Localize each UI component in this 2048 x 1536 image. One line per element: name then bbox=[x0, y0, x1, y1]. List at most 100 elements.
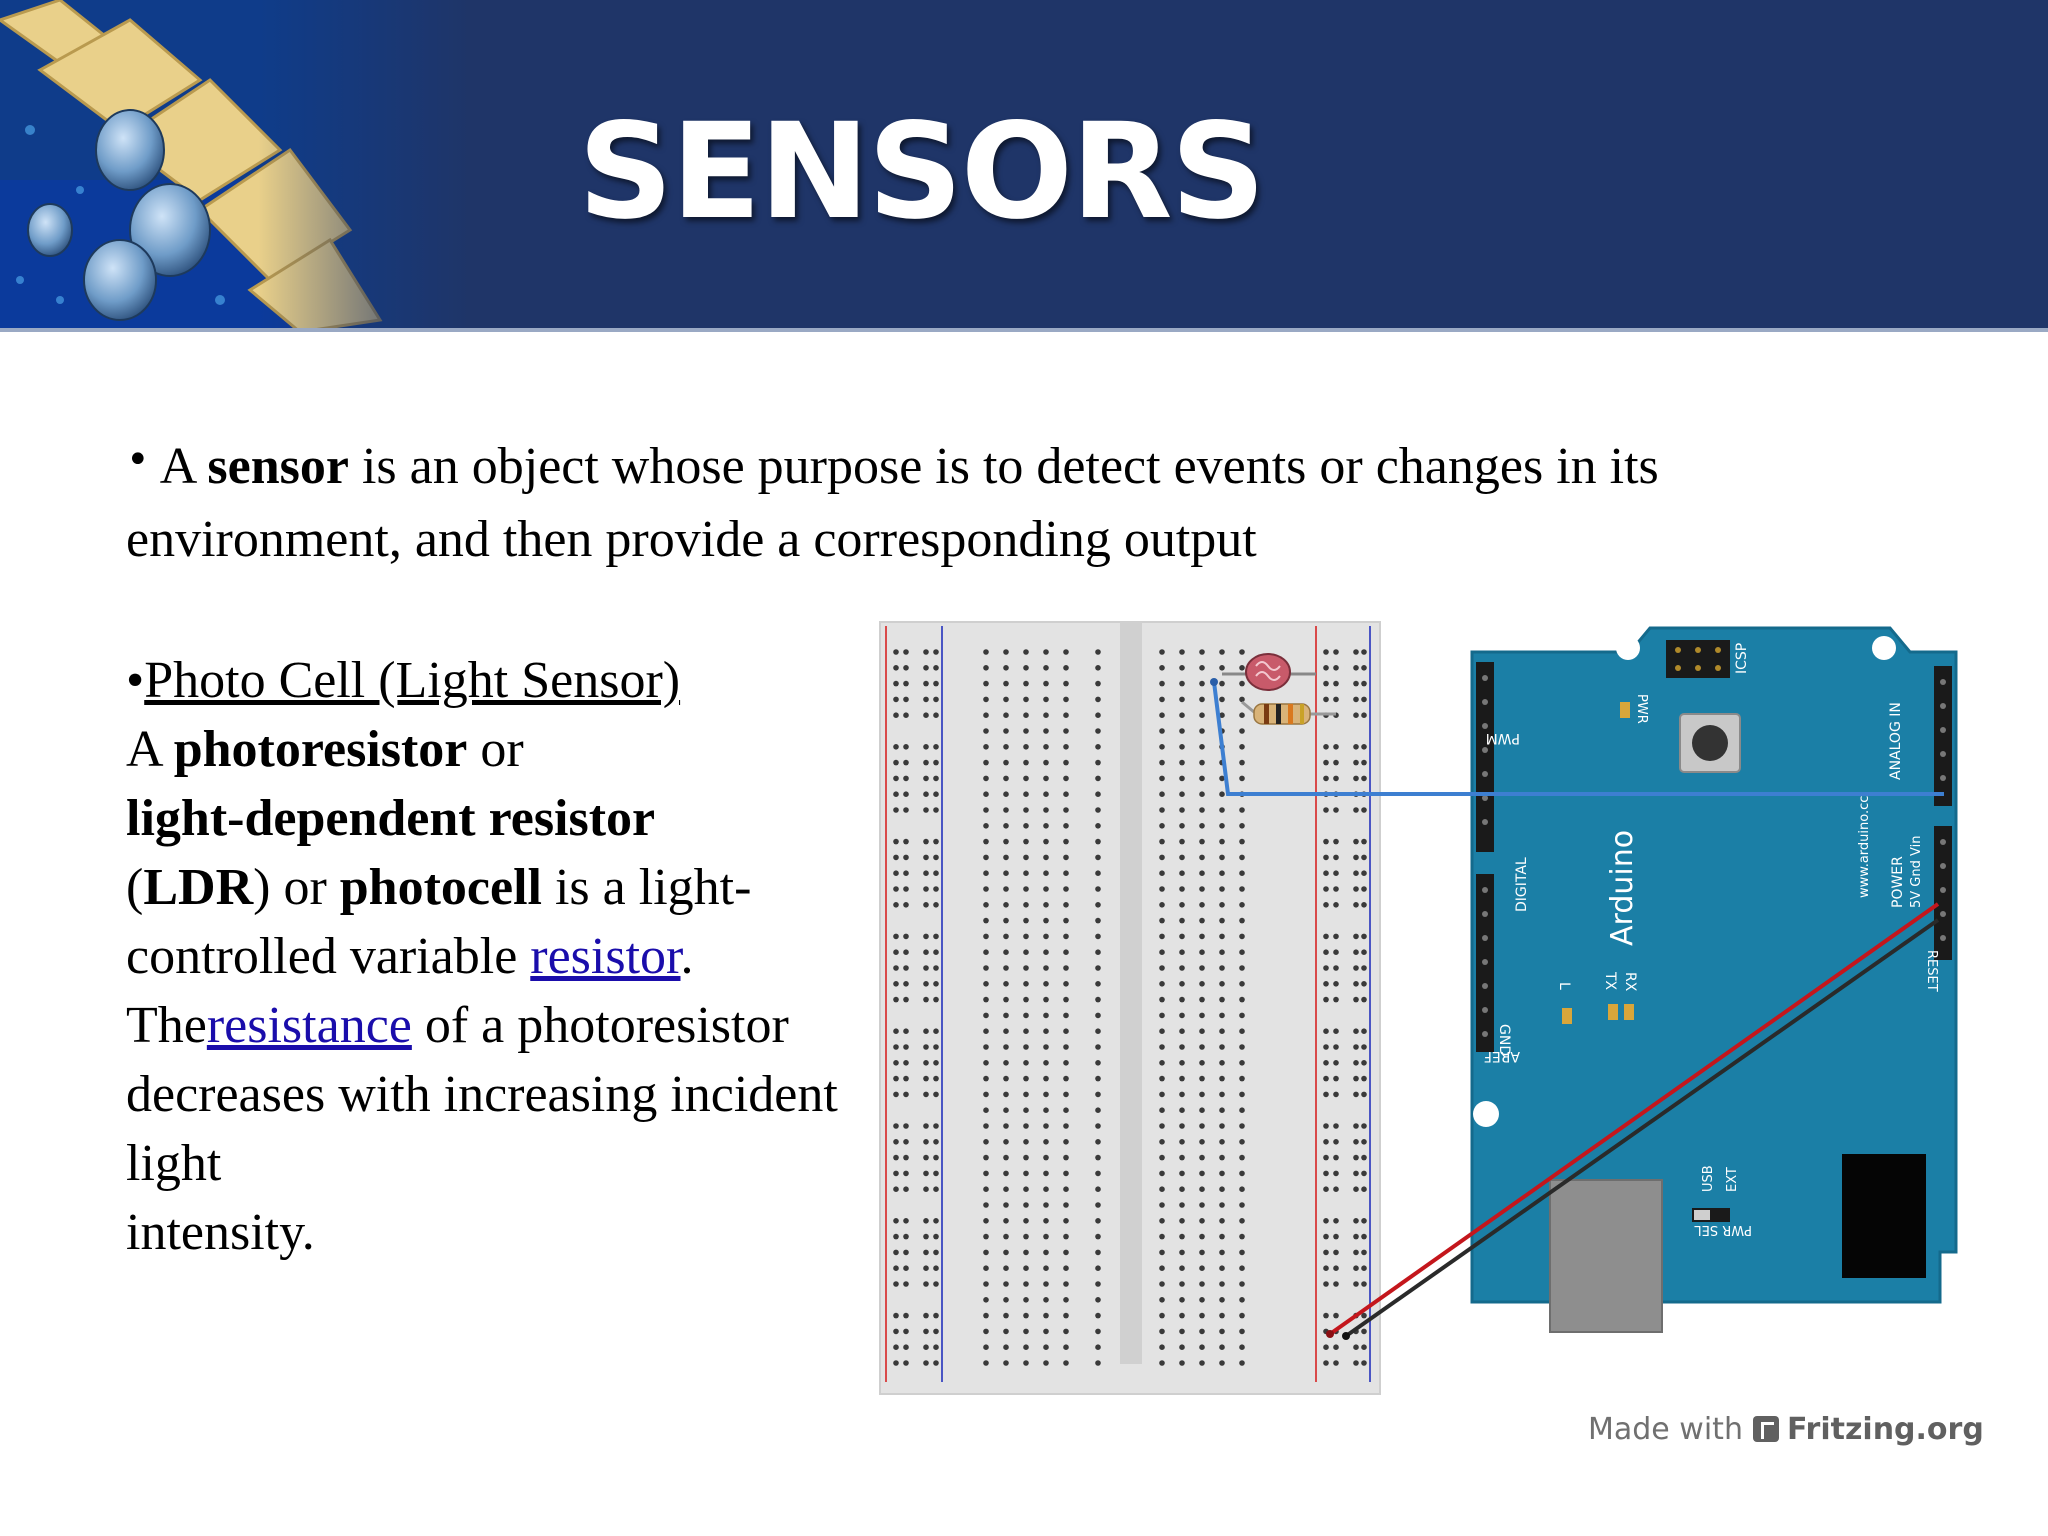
breadboard-hole bbox=[1003, 1249, 1009, 1256]
breadboard-hole bbox=[1179, 1344, 1185, 1350]
breadboard-hole bbox=[983, 649, 989, 655]
resistor-link[interactable]: resistor bbox=[530, 928, 681, 985]
breadboard-hole bbox=[1095, 1170, 1101, 1177]
breadboard-hole bbox=[893, 1154, 899, 1161]
breadboard-hole bbox=[983, 854, 989, 861]
breadboard-hole bbox=[1095, 886, 1101, 892]
breadboard-hole bbox=[1159, 1249, 1165, 1256]
breadboard-hole bbox=[1159, 933, 1165, 940]
breadboard-hole bbox=[1199, 1328, 1205, 1335]
breadboard-hole bbox=[1333, 838, 1339, 845]
breadboard-hole bbox=[1043, 854, 1049, 861]
breadboard-hole bbox=[1323, 1028, 1329, 1034]
jumper-wires bbox=[1210, 678, 1944, 1340]
breadboard-hole bbox=[1095, 680, 1101, 687]
breadboard-hole bbox=[1219, 1154, 1225, 1161]
breadboard-hole bbox=[1023, 1233, 1029, 1240]
breadboard-hole bbox=[1159, 1139, 1165, 1145]
breadboard-hole bbox=[1159, 665, 1165, 671]
breadboard-hole bbox=[1095, 917, 1101, 924]
breadboard-hole bbox=[1323, 854, 1329, 861]
breadboard-hole bbox=[1323, 1218, 1329, 1224]
text-fragment: intensity. bbox=[126, 1204, 315, 1261]
breadboard-hole bbox=[1179, 1297, 1185, 1303]
breadboard-hole bbox=[1043, 1360, 1049, 1366]
breadboard-hole bbox=[1323, 1265, 1329, 1271]
breadboard-hole bbox=[1003, 902, 1009, 908]
term-ldr-full: light-dependent resistor bbox=[126, 790, 656, 847]
breadboard-hole bbox=[1095, 1060, 1101, 1066]
breadboard-hole bbox=[903, 1249, 909, 1256]
breadboard-hole bbox=[1333, 665, 1339, 671]
breadboard-hole bbox=[903, 1075, 909, 1082]
breadboard-hole bbox=[933, 1281, 939, 1287]
breadboard-hole bbox=[1361, 759, 1367, 766]
breadboard-hole bbox=[1043, 1297, 1049, 1303]
breadboard-hole bbox=[983, 902, 989, 908]
breadboard-hole bbox=[983, 1139, 989, 1145]
breadboard-hole bbox=[1023, 886, 1029, 892]
breadboard-hole bbox=[1063, 791, 1069, 797]
breadboard-hole bbox=[1159, 712, 1165, 718]
breadboard-hole bbox=[1043, 870, 1049, 876]
breadboard-hole bbox=[1361, 1233, 1367, 1240]
breadboard-hole bbox=[1095, 1044, 1101, 1050]
breadboard-hole bbox=[1043, 965, 1049, 971]
digital-label: DIGITAL bbox=[1514, 857, 1530, 912]
breadboard-hole bbox=[1219, 1139, 1225, 1145]
breadboard-hole bbox=[1159, 1312, 1165, 1319]
breadboard-hole bbox=[1063, 1281, 1069, 1287]
breadboard-hole bbox=[933, 838, 939, 845]
breadboard-hole bbox=[1063, 807, 1069, 813]
breadboard-hole bbox=[1361, 1312, 1367, 1319]
breadboard-hole bbox=[1361, 1344, 1367, 1350]
breadboard-hole bbox=[1323, 1360, 1329, 1366]
breadboard-hole bbox=[893, 949, 899, 955]
breadboard-hole bbox=[1023, 1091, 1029, 1098]
breadboard-hole bbox=[1043, 1060, 1049, 1066]
breadboard-hole bbox=[933, 1123, 939, 1129]
breadboard-hole bbox=[1179, 1091, 1185, 1098]
breadboard-hole bbox=[1063, 1139, 1069, 1145]
breadboard-hole bbox=[1095, 996, 1101, 1003]
breadboard-hole bbox=[1323, 886, 1329, 892]
breadboard-hole bbox=[903, 665, 909, 671]
breadboard-hole bbox=[1159, 965, 1165, 971]
breadboard-hole bbox=[983, 965, 989, 971]
breadboard-hole bbox=[1239, 807, 1245, 813]
breadboard-hole bbox=[903, 1328, 909, 1335]
breadboard-hole bbox=[1219, 680, 1225, 687]
breadboard-hole bbox=[923, 1249, 929, 1256]
breadboard-hole bbox=[1003, 665, 1009, 671]
breadboard-hole bbox=[1333, 1075, 1339, 1082]
breadboard-hole bbox=[1159, 1060, 1165, 1066]
breadboard-hole bbox=[1353, 1091, 1359, 1098]
resistance-link[interactable]: resistance bbox=[206, 997, 412, 1054]
breadboard-hole bbox=[933, 791, 939, 797]
breadboard-hole bbox=[923, 1044, 929, 1050]
breadboard-hole bbox=[1333, 1312, 1339, 1319]
breadboard-hole bbox=[1239, 1186, 1245, 1192]
breadboard-hole bbox=[1353, 1123, 1359, 1129]
breadboard-hole bbox=[1003, 680, 1009, 687]
breadboard-hole bbox=[983, 838, 989, 845]
breadboard-hole bbox=[1219, 1297, 1225, 1303]
breadboard-hole bbox=[1199, 1123, 1205, 1129]
breadboard-hole bbox=[923, 1154, 929, 1161]
breadboard-hole bbox=[1199, 1060, 1205, 1066]
breadboard-hole bbox=[1353, 870, 1359, 876]
breadboard-hole bbox=[903, 1170, 909, 1177]
breadboard-hole bbox=[1043, 1154, 1049, 1161]
breadboard-hole bbox=[923, 712, 929, 718]
breadboard-hole bbox=[1333, 1170, 1339, 1177]
breadboard-hole bbox=[893, 870, 899, 876]
breadboard-hole bbox=[1179, 1249, 1185, 1256]
breadboard-hole bbox=[1219, 712, 1225, 718]
breadboard-hole bbox=[923, 1186, 929, 1192]
breadboard-hole bbox=[1219, 1202, 1225, 1208]
breadboard-hole bbox=[893, 1060, 899, 1066]
breadboard-hole bbox=[1239, 838, 1245, 845]
breadboard-hole bbox=[933, 886, 939, 892]
term-photocell: photocell bbox=[339, 859, 542, 916]
breadboard-hole bbox=[1219, 1233, 1225, 1240]
